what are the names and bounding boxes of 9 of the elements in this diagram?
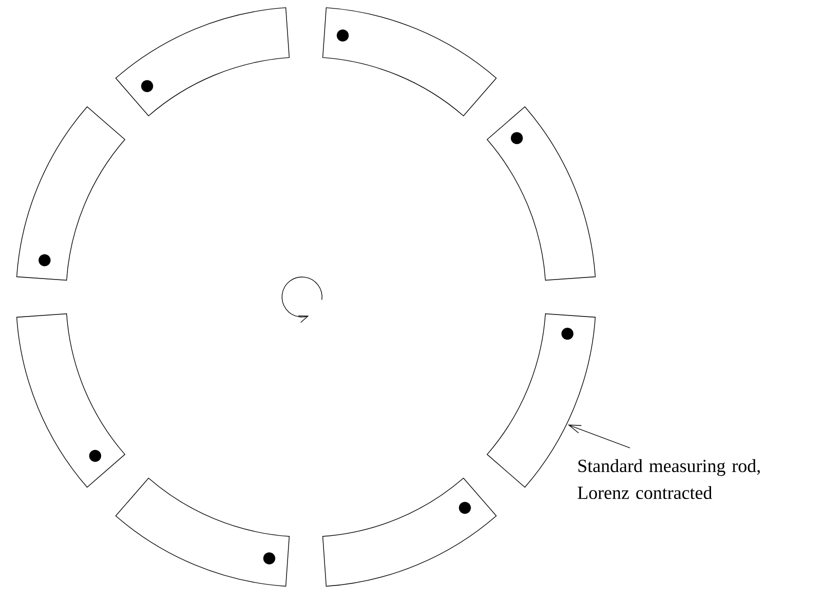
leader-line: [568, 424, 630, 448]
rod-segment: [16, 106, 126, 281]
rod-segment: [115, 478, 290, 587]
callout-text: Standard measuring rod, Lorenz contracted: [578, 459, 760, 500]
rod-segment: [322, 478, 497, 587]
rod-segment: [115, 7, 290, 116]
rod-segment: [322, 7, 497, 116]
rod-segment: [486, 106, 596, 281]
rod-segment: [16, 313, 126, 488]
